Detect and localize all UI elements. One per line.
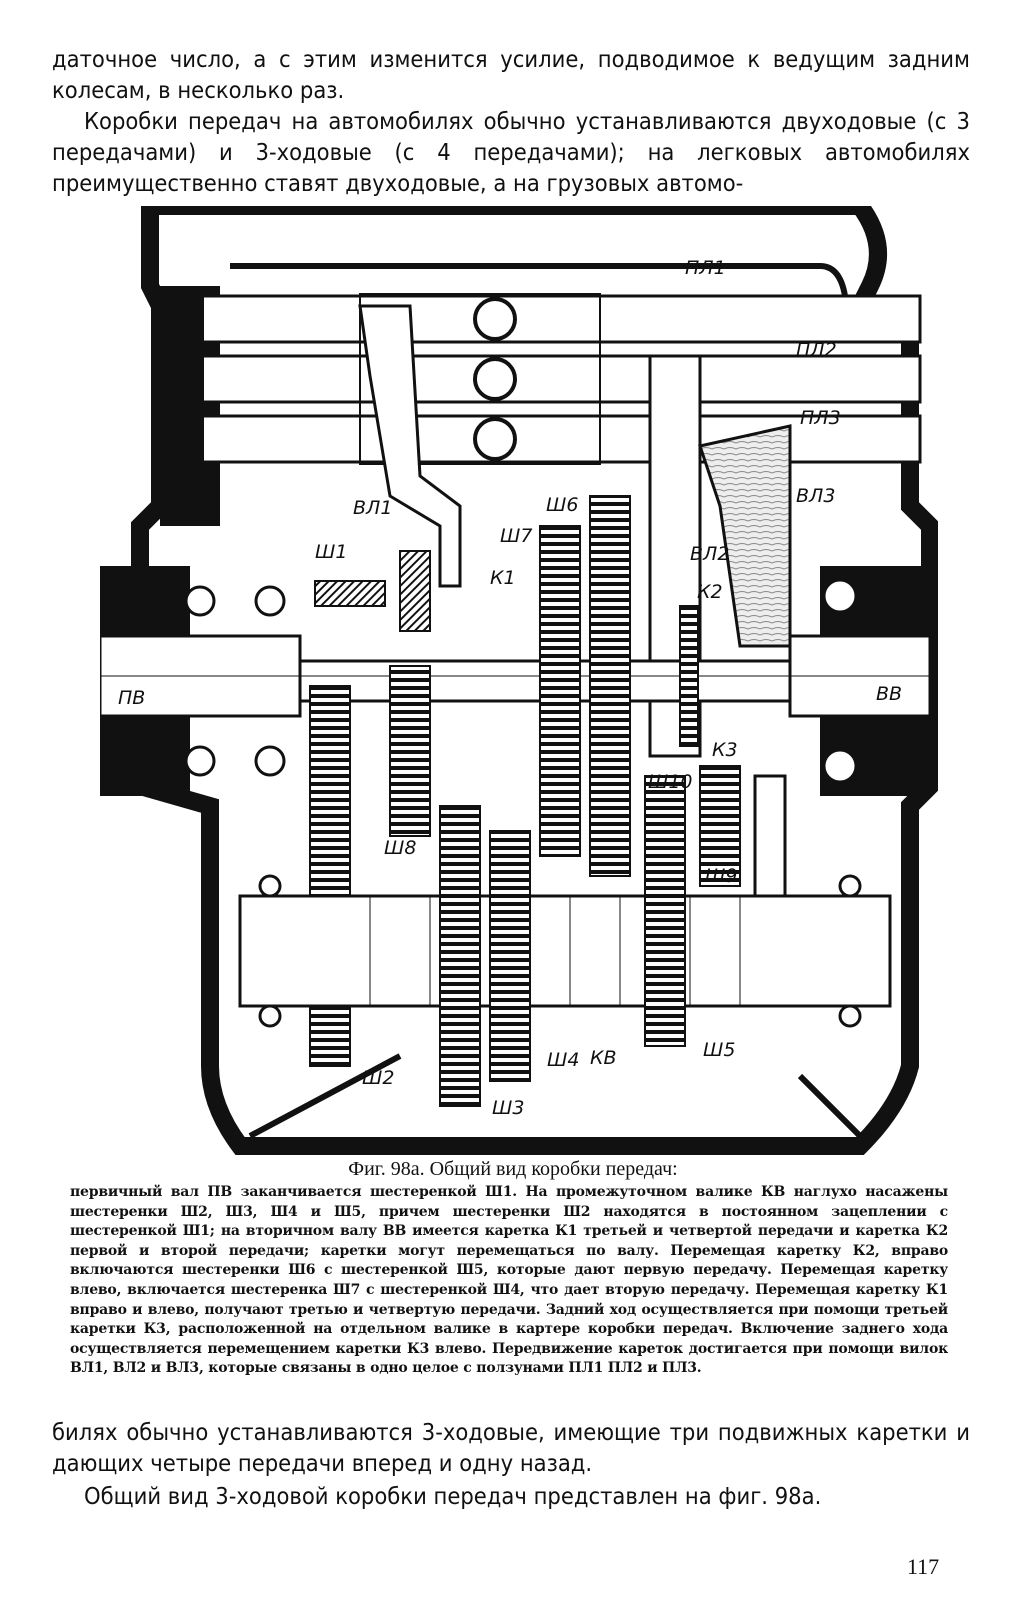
page-number: 117	[907, 1554, 940, 1579]
label-vl3: ВЛ3	[796, 485, 835, 507]
countershaft	[238, 765, 892, 1107]
label-kv: КВ	[590, 1047, 617, 1069]
label-pv: ПВ	[118, 687, 145, 709]
figure-caption-title: Фиг. 98а. Общий вид коробки передач:	[348, 1158, 678, 1180]
paragraph-4: Общий вид 3-ходовой коробки передач пред…	[84, 1482, 822, 1510]
label-sh8: Ш8	[384, 837, 416, 859]
label-vv: ВВ	[876, 683, 902, 705]
figure-labels: ПЛ1 ПЛ2 ПЛ3 ВЛ1 ВЛ2 ВЛ3 К1 К2 К3 Ш1 Ш2 Ш…	[118, 257, 902, 1119]
label-k3: К3	[712, 739, 738, 761]
upper-gears	[309, 495, 699, 1067]
paragraph-1: даточное число, а с этим изменится усили…	[52, 45, 970, 104]
label-sh4: Ш4	[547, 1049, 579, 1071]
label-sh6: Ш6	[546, 494, 578, 516]
label-sh2: Ш2	[362, 1067, 394, 1089]
label-sh7: Ш7	[500, 525, 532, 547]
shifter-rails	[174, 293, 922, 465]
paragraph-2: Коробки передач на автомобилях обычно ус…	[52, 107, 970, 197]
paragraph-3: билях обычно устанавливаются 3-ходовые, …	[52, 1418, 970, 1477]
label-sh5: Ш5	[703, 1039, 735, 1061]
label-sh9: Ш9	[705, 865, 737, 887]
label-sh1: Ш1	[315, 541, 347, 563]
label-vl2: ВЛ2	[690, 543, 729, 565]
label-pl1: ПЛ1	[685, 257, 726, 279]
figure-caption-text: первичный вал ПВ заканчивается шестеренк…	[70, 1184, 948, 1377]
label-k2: К2	[697, 581, 723, 603]
label-pl3: ПЛ3	[800, 407, 841, 429]
gearbox-figure: ПЛ1 ПЛ2 ПЛ3 ВЛ1 ВЛ2 ВЛ3 К1 К2 К3 Ш1 Ш2 Ш…	[100, 206, 938, 1155]
label-sh3: Ш3	[492, 1097, 524, 1119]
label-pl2: ПЛ2	[796, 339, 837, 361]
main-shaft	[100, 634, 932, 718]
label-vl1: ВЛ1	[353, 497, 392, 519]
label-k1: К1	[490, 567, 516, 589]
label-sh10: Ш10	[648, 771, 693, 793]
bearings	[184, 578, 862, 1028]
